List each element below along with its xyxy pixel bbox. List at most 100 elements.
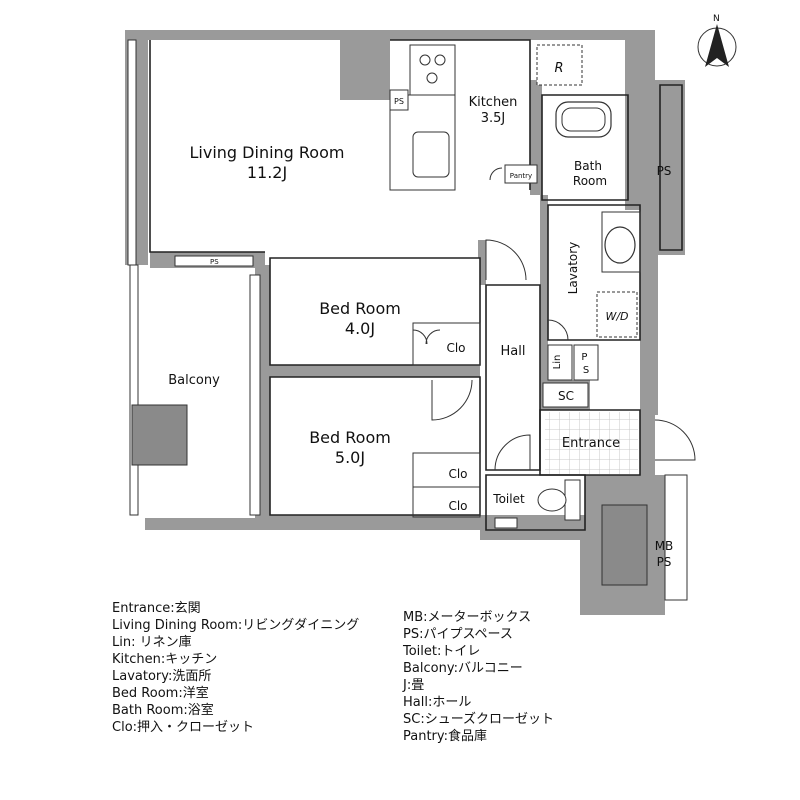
- legend-right: MB:メーターボックス PS:パイプスペース Toilet:トイレ Balcony:バ…: [403, 609, 554, 745]
- room-labels: Living Dining Room 11.2J Kitchen 3.5J Be…: [168, 61, 673, 569]
- bedroom-2-size: 5.0J: [335, 448, 365, 467]
- mb-inner-box: [601, 504, 648, 586]
- toilet-label: Toilet: [492, 492, 525, 506]
- washer-box: [596, 291, 638, 338]
- balcony-railing-upper: [127, 39, 137, 266]
- outline-right-ps: [659, 84, 683, 251]
- bathtub-inner: [561, 107, 606, 132]
- bedroom-2-floor: [270, 377, 480, 515]
- wall-hall-top: [478, 240, 486, 285]
- ps-small-label-p: P: [581, 352, 587, 363]
- wall-bed-divider: [265, 365, 480, 377]
- entrance-tile: [545, 412, 638, 474]
- closet-3: [412, 486, 481, 518]
- outline-toilet: [485, 474, 586, 531]
- washbasin-counter: [601, 211, 641, 273]
- wall-right-upper: [625, 30, 655, 210]
- door-toilet: [494, 434, 531, 471]
- legend-item: Bed Room:洋室: [112, 686, 209, 701]
- north-label: N: [713, 14, 720, 24]
- legend-item: Balcony:バルコニー: [403, 661, 523, 676]
- legend-item: Lavatory:洗面所: [112, 669, 212, 684]
- door-bed1: [412, 329, 441, 345]
- entrance-label: Entrance: [562, 436, 620, 451]
- washer-label: W/D: [605, 310, 628, 323]
- living-room-size: 11.2J: [247, 163, 287, 182]
- living-room-floor: [150, 40, 480, 252]
- sc-box: [542, 382, 589, 408]
- lin-box: [547, 344, 573, 381]
- burner-3-icon: [426, 72, 438, 84]
- legend-item: Clo:押入・クローゼット: [112, 720, 255, 735]
- bath-fixtures: [542, 101, 641, 408]
- bath-room-label-2: Room: [573, 174, 607, 188]
- bedroom-1-name: Bed Room: [319, 299, 401, 318]
- sc-label: SC: [558, 389, 574, 403]
- wall-top-mid-block: [340, 40, 390, 100]
- washbasin-icon: [604, 226, 636, 264]
- wall-entrance-right: [640, 415, 655, 480]
- ps-small-box: [573, 344, 599, 381]
- balcony-unit: [131, 404, 188, 466]
- closet-2-label: Clo: [448, 467, 467, 481]
- outlines: [149, 39, 683, 531]
- hall-floor: [480, 285, 540, 470]
- ps-kitchen-box: [389, 89, 409, 111]
- legend-item: Bath Room:浴室: [112, 703, 214, 718]
- legend-item: Pantry:食品庫: [403, 729, 488, 744]
- hall-label: Hall: [501, 344, 526, 359]
- wall-top: [125, 30, 640, 40]
- closet-3-label: Clo: [448, 499, 467, 513]
- closets: [412, 322, 481, 518]
- balcony: [127, 39, 261, 516]
- doors: [412, 167, 696, 471]
- wall-lower: [145, 515, 485, 530]
- kitchen-fixtures: [389, 44, 583, 191]
- bath-room-label-1: Bath: [574, 159, 602, 173]
- ps-small-label-s: S: [583, 365, 589, 376]
- balcony-label: Balcony: [168, 373, 220, 388]
- pantry-box: [504, 164, 538, 184]
- door-lavatory: [547, 319, 569, 341]
- legend-item: MB:メーターボックス: [403, 610, 532, 625]
- burner-2-icon: [434, 54, 446, 66]
- compass: N: [697, 14, 737, 67]
- toilet-fixtures: [494, 479, 581, 529]
- legend-item: J:畳: [403, 678, 425, 693]
- legend-item: Living Dining Room:リビングダイニング: [112, 618, 360, 633]
- balcony-floor: [132, 268, 255, 518]
- legend-left: Entrance:玄関 Living Dining Room:リビングダイニング L…: [112, 600, 359, 736]
- burner-1-icon: [419, 54, 431, 66]
- toilet-sink: [494, 517, 518, 529]
- mb-ps-label: PS: [657, 555, 672, 569]
- door-pantry: [489, 167, 503, 181]
- wall-lavatory-left: [540, 195, 548, 385]
- door-living-hall: [485, 239, 527, 281]
- legend-item: PS:パイプスペース: [403, 627, 513, 642]
- outline-bath: [541, 94, 629, 201]
- legend-item: Toilet:トイレ: [403, 644, 481, 659]
- bedroom-1-size: 4.0J: [345, 319, 375, 338]
- pantry-label: Pantry: [510, 172, 532, 180]
- bedroom-2-name: Bed Room: [309, 428, 391, 447]
- living-room-name: Living Dining Room: [190, 143, 345, 162]
- door-entrance: [654, 419, 696, 461]
- balcony-sash: [249, 274, 261, 516]
- rooms: [132, 40, 540, 518]
- door-bed2: [431, 379, 473, 421]
- north-arrow-icon: [705, 24, 729, 67]
- bedroom-1-floor: [270, 258, 480, 365]
- toilet-bowl-icon: [537, 488, 567, 512]
- legend-item: Entrance:玄関: [112, 601, 201, 616]
- kitchen-size: 3.5J: [481, 111, 506, 126]
- ps-kitchen-label: PS: [394, 97, 404, 106]
- lin-label: Lin: [552, 355, 563, 370]
- fridge-label: R: [554, 61, 563, 76]
- wall-right-mid: [640, 200, 658, 415]
- mb-label: MB: [655, 539, 674, 553]
- closet-1-label: Clo: [446, 341, 465, 355]
- sink-icon: [412, 131, 450, 178]
- toilet-tank: [564, 479, 581, 521]
- lavatory-label: Lavatory: [566, 242, 580, 295]
- closet-1: [412, 322, 481, 366]
